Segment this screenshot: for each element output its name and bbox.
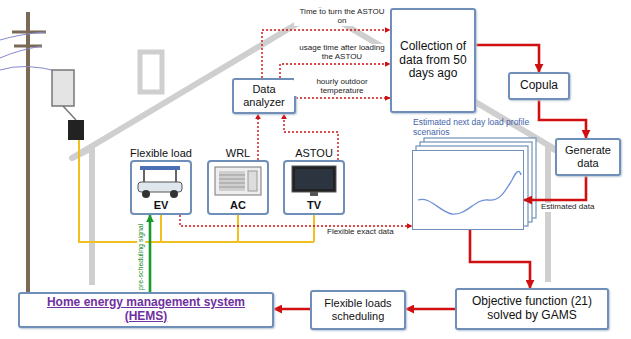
process-box: Collection of data from 50 days ago [390,8,476,113]
node-label: Flexible loads scheduling [312,297,404,322]
data-flow-arrow [180,215,412,226]
process-box: Objective function (21) solved by GAMS [455,288,609,330]
node-heading: Flexible load [122,147,200,160]
process-box: Copula [508,72,570,100]
ev-icon [138,166,182,198]
node-label: Generate data [557,144,619,169]
appliance-box: WRLAC [207,160,269,215]
node-label: Copula [516,79,562,93]
edge-label: usage time after loading the ASTOU [294,44,390,62]
node-heading: ASTOU [275,147,353,160]
tv-icon [292,166,336,196]
edge-label: pre-scheduling signal [137,223,145,291]
signal-arrow [149,215,152,292]
load-profile-curve [418,171,521,214]
process-box: Data analyzer [232,78,296,114]
utility-pole [26,12,30,300]
scenario-chart: Estimated next day load profile scenario… [412,150,524,230]
process-arrow [476,45,539,72]
house-chimney [140,52,162,92]
node-label: Collection of data from 50 days ago [392,40,474,81]
process-box: Generate data [555,138,621,176]
scenario-frame-front [412,150,524,230]
edge-label: Estimated data [540,203,595,212]
process-arrow [470,230,530,288]
edge-label: hourly outdoor temperature [294,78,390,96]
meter-wire [63,106,76,120]
node-label: Objective function (21) solved by GAMS [457,295,607,323]
breaker-box [68,120,84,140]
process-arrow [539,100,586,138]
house-outline [72,10,570,285]
data-flow-arrow [262,30,390,78]
edge-label: Flexible exact data [326,228,395,237]
node-heading: WRL [199,147,277,160]
node-label: EV [152,199,171,213]
process-arrow [406,308,455,311]
process-box: Flexible loads scheduling [310,290,406,330]
node-heading: Estimated next day load profile scenario… [413,118,531,137]
data-flow-arrow [296,97,390,98]
hems-box: Home energy management system (HEMS) [18,292,274,328]
power-lines [0,32,60,72]
node-label: AC [228,199,248,213]
appliance-box: ASTOUTV [283,160,345,215]
process-arrow [524,176,586,200]
node-label: Home energy management system (HEMS) [20,296,272,324]
meter-box [52,70,74,106]
process-arrow [274,308,310,311]
data-flow-arrow [280,64,390,78]
ac-icon [215,167,261,195]
data-flow-arrow [257,114,258,160]
edge-label: Time to turn the ASTOU on [294,8,390,26]
flexible-load-box: Flexible loadEV [130,160,192,215]
node-label: TV [305,199,323,213]
node-label: Data analyzer [234,83,294,108]
